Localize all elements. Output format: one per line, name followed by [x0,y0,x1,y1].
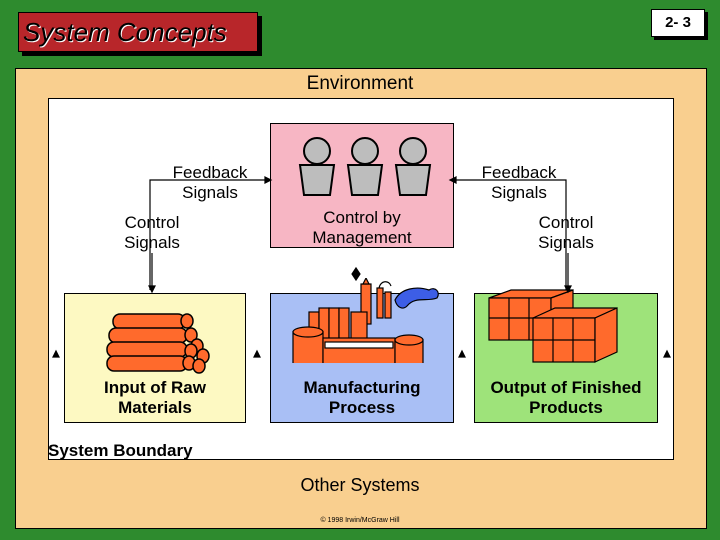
feedback-right-line [456,179,567,290]
control-left-label: Control Signals [124,213,180,252]
management-box: Control by Management [270,123,454,248]
factory-icon [292,278,439,363]
flow-arrow-1 [52,349,60,358]
title-box: System Concepts [18,12,258,52]
output-label: Output of Finished Products [490,378,642,417]
input-box: Input of Raw Materials [64,293,246,423]
flow-arrow-2 [253,349,261,358]
feedback-left-arrowhead [264,176,273,184]
management-label: Control by Management [312,208,412,247]
copyright-text: © 1998 Irwin/McGraw Hill [320,517,400,524]
feedback-right-arrowhead [448,176,457,184]
input-label: Input of Raw Materials [104,378,206,417]
other-systems-panel [15,468,707,529]
flow-arrow-3 [458,349,466,358]
feedback-left-label: Feedback Signals [172,163,248,202]
control-right-label: Control Signals [538,213,594,252]
process-box: Manufacturing Process [270,278,454,423]
crates-icon [488,289,618,363]
control-right-arrowhead [564,285,572,294]
feedback-left-line [149,179,265,290]
system-boundary-label: System Boundary [48,441,193,460]
double-arrow-marker [351,266,361,282]
environment-label: Environment [306,73,414,94]
feedback-right-label: Feedback Signals [481,163,557,202]
process-label: Manufacturing Process [303,378,421,417]
slide-number: 2- 3 [651,9,705,37]
flow-arrow-4 [663,349,671,358]
people-icon [298,137,432,196]
logs-icon [106,313,210,374]
slide-title: System Concepts [23,17,227,47]
output-box: Output of Finished Products [474,289,658,423]
control-left-arrowhead [148,285,156,294]
other-systems-label: Other Systems [300,475,420,495]
